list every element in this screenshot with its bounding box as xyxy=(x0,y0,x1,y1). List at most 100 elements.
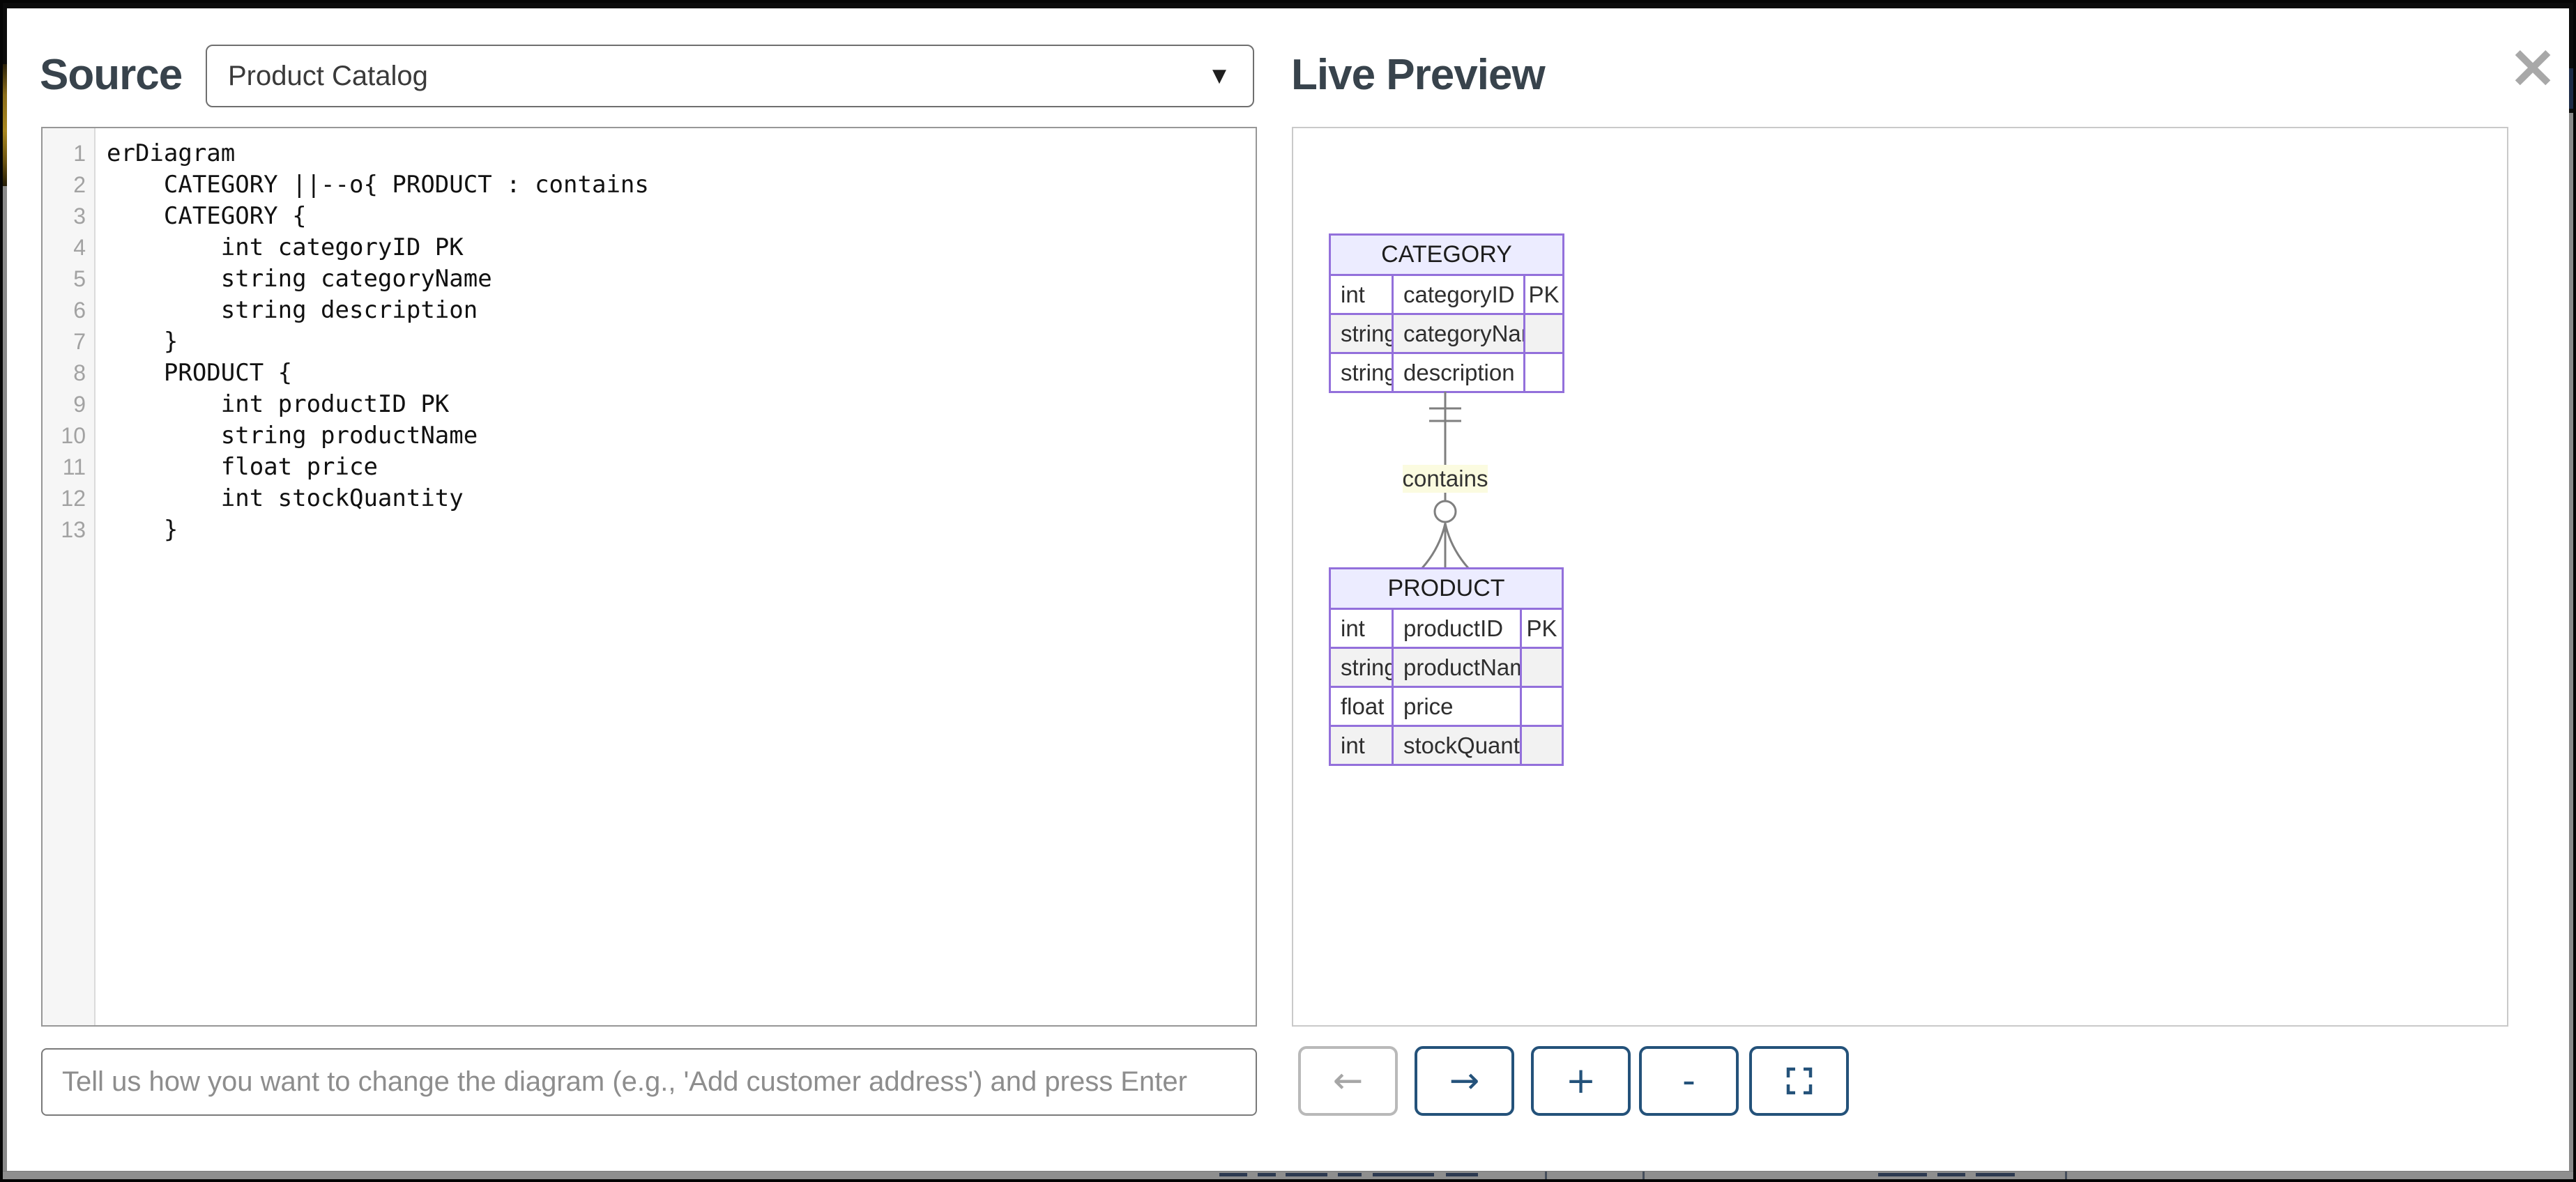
attr-key: PK xyxy=(1523,274,1565,315)
taskbar-text-fragment xyxy=(1976,1173,2015,1176)
attr-name: productID xyxy=(1392,608,1522,649)
attr-type: int xyxy=(1329,608,1394,649)
preview-toolbar: ← → + - xyxy=(1298,1046,1849,1116)
entity-product-title: PRODUCT xyxy=(1328,567,1564,610)
attr-name: categoryName xyxy=(1392,313,1525,354)
line-number: 13 xyxy=(61,517,86,542)
code-line: } xyxy=(107,328,178,355)
code-line: CATEGORY { xyxy=(107,202,307,230)
line-number: 1 xyxy=(73,141,86,166)
code-line: string description xyxy=(107,296,478,324)
line-number: 4 xyxy=(73,235,86,260)
code-lines: erDiagram CATEGORY ||--o{ PRODUCT : cont… xyxy=(96,128,1256,1025)
code-line: } xyxy=(107,516,178,544)
entity-row: string productName xyxy=(1329,647,1564,688)
source-title: Source xyxy=(40,51,183,99)
crow-foot-icon xyxy=(1421,523,1447,568)
entity-product: PRODUCT int productID PK string productN… xyxy=(1328,567,1564,766)
code-line: string categoryName xyxy=(107,265,492,293)
preview-title: Live Preview xyxy=(1291,51,1546,99)
line-number: 10 xyxy=(61,423,86,448)
line-number: 5 xyxy=(73,266,86,291)
attr-type: string xyxy=(1329,313,1394,354)
attr-key: PK xyxy=(1519,608,1564,649)
fullscreen-button[interactable] xyxy=(1749,1046,1849,1116)
entity-row: string description xyxy=(1329,352,1565,393)
cardinality-zero-marker xyxy=(1433,500,1457,523)
prompt-input[interactable] xyxy=(41,1048,1257,1116)
attr-type: int xyxy=(1329,725,1394,766)
taskbar-text-fragment xyxy=(1258,1173,1276,1176)
background-logo-fragment xyxy=(0,64,7,186)
attr-type: int xyxy=(1329,274,1394,315)
code-line: int productID PK xyxy=(107,390,450,418)
line-number: 12 xyxy=(61,486,86,511)
preview-canvas[interactable]: CATEGORY int categoryID PK string catego… xyxy=(1292,127,2508,1027)
attr-key xyxy=(1523,313,1565,354)
taskbar-text-fragment xyxy=(1878,1173,1927,1176)
line-number: 11 xyxy=(62,454,86,479)
taskbar-text-fragment xyxy=(1446,1173,1478,1176)
code-line: erDiagram xyxy=(107,139,236,167)
code-line: PRODUCT { xyxy=(107,359,293,387)
diagram-editor-modal: Source Product Catalog ▼ 1 2 3 4 5 6 7 8… xyxy=(7,8,2569,1171)
diagram-select[interactable]: Product Catalog ▼ xyxy=(206,45,1254,107)
attr-key xyxy=(1519,647,1564,688)
attr-name: productName xyxy=(1392,647,1522,688)
attr-type: string xyxy=(1329,352,1394,393)
minus-icon: - xyxy=(1682,1060,1695,1102)
crow-foot-icon xyxy=(1444,523,1470,568)
attr-key xyxy=(1523,352,1565,393)
close-icon: × xyxy=(2507,31,2559,101)
back-button[interactable]: ← xyxy=(1298,1046,1398,1116)
close-button[interactable]: × xyxy=(2501,35,2564,98)
line-number: 2 xyxy=(73,172,86,197)
background-taskbar-fragment xyxy=(3,1171,2573,1179)
attr-type: string xyxy=(1329,647,1394,688)
zoom-out-button[interactable]: - xyxy=(1639,1046,1739,1116)
arrow-right-icon: → xyxy=(1449,1060,1480,1102)
zoom-in-button[interactable]: + xyxy=(1531,1046,1631,1116)
diagram-select-value: Product Catalog xyxy=(228,60,428,91)
background-top-bar xyxy=(0,0,2576,8)
line-number: 3 xyxy=(73,204,86,229)
taskbar-text-fragment xyxy=(1937,1173,1965,1176)
attr-name: stockQuantity xyxy=(1392,725,1522,766)
line-number: 7 xyxy=(73,329,86,354)
attr-name: price xyxy=(1392,686,1522,727)
entity-row: int productID PK xyxy=(1329,608,1564,649)
line-number-gutter: 1 2 3 4 5 6 7 8 9 10 11 12 13 xyxy=(43,128,96,1025)
taskbar-text-fragment xyxy=(1373,1173,1434,1176)
line-number: 6 xyxy=(73,298,86,323)
forward-button[interactable]: → xyxy=(1415,1046,1514,1116)
attr-name: categoryID xyxy=(1392,274,1525,315)
taskbar-separator xyxy=(2065,1172,2067,1179)
background-edge-right xyxy=(2569,0,2576,113)
entity-category: CATEGORY int categoryID PK string catego… xyxy=(1328,233,1565,393)
taskbar-text-fragment xyxy=(1338,1173,1362,1176)
entity-row: int categoryID PK xyxy=(1329,274,1565,315)
code-line: float price xyxy=(107,453,378,481)
relationship-label: contains xyxy=(1403,466,1488,491)
attr-key xyxy=(1519,686,1564,727)
background-edge-left xyxy=(0,0,7,113)
relationship-connector: contains xyxy=(1403,392,1488,568)
code-line: int stockQuantity xyxy=(107,484,464,512)
code-line: int categoryID PK xyxy=(107,233,464,261)
taskbar-separator xyxy=(1545,1172,1547,1179)
entity-row: float price xyxy=(1329,686,1564,727)
attr-name: description xyxy=(1392,352,1525,393)
taskbar-separator xyxy=(1643,1172,1645,1179)
attr-type: float xyxy=(1329,686,1394,727)
code-editor[interactable]: 1 2 3 4 5 6 7 8 9 10 11 12 13 erDiagram … xyxy=(41,127,1257,1027)
relationship-label-bg xyxy=(1403,465,1488,493)
line-number: 9 xyxy=(73,392,86,417)
attr-key xyxy=(1519,725,1564,766)
line-number: 8 xyxy=(73,360,86,385)
taskbar-text-fragment xyxy=(1286,1173,1327,1176)
background-navy-fragment xyxy=(2569,68,2576,109)
entity-row: string categoryName xyxy=(1329,313,1565,354)
arrow-left-icon: ← xyxy=(1332,1060,1364,1102)
crop-corners-icon xyxy=(1786,1067,1812,1095)
